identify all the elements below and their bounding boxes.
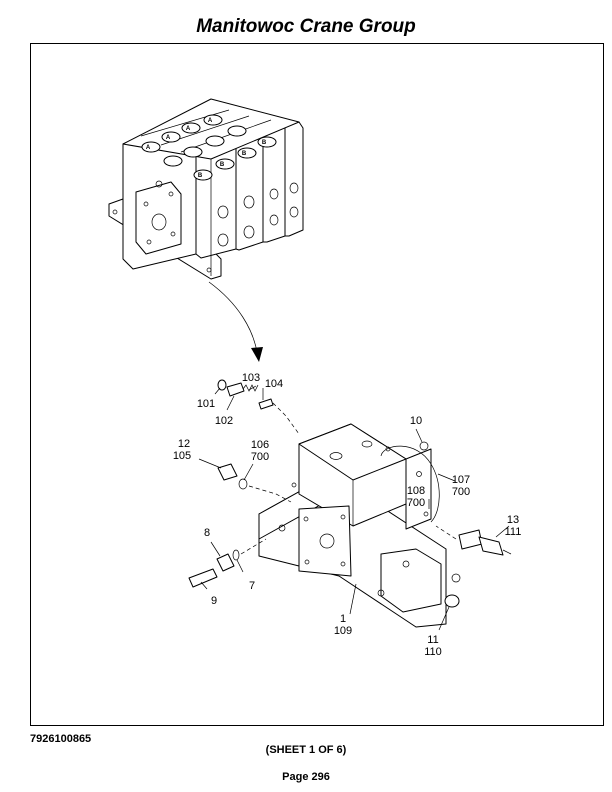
callout-111: 111 xyxy=(505,526,522,538)
callout-8: 8 xyxy=(204,527,210,539)
callout-700-107: 700 xyxy=(452,486,470,498)
arrow-head-icon xyxy=(251,347,263,362)
port-label-a: A xyxy=(186,126,191,132)
callout-101: 101 xyxy=(197,398,215,410)
sheet-indicator: (SHEET 1 OF 6) xyxy=(265,744,347,756)
callout-7: 7 xyxy=(249,580,255,592)
callout-107: 107 xyxy=(452,474,470,486)
part-102 xyxy=(226,382,245,397)
callout-108: 108 xyxy=(407,485,425,497)
callout-9: 9 xyxy=(211,595,217,607)
port-label-a: A xyxy=(166,135,171,141)
part-104 xyxy=(258,398,274,410)
valve-bank-assembly: A A A A B B B B xyxy=(108,98,304,280)
port-label-a: A xyxy=(146,145,151,151)
callout-labels: 103 104 101 102 10 12 105 106 700 107 70… xyxy=(173,372,522,658)
part-9-screw xyxy=(188,568,218,588)
part-12-plug xyxy=(217,463,238,481)
port-label-b: B xyxy=(198,173,203,179)
exploded-parts-diagram: A A A A B B B B xyxy=(108,98,522,658)
diagram-frame: A A A A B B B B xyxy=(30,43,604,726)
part-13-cartridge xyxy=(458,529,483,550)
callout-110: 110 xyxy=(424,646,442,658)
callout-10: 10 xyxy=(410,415,422,427)
callout-1: 1 xyxy=(340,613,346,625)
port-label-b: B xyxy=(262,140,267,146)
callout-13: 13 xyxy=(507,514,519,526)
part-106-oring xyxy=(238,478,248,490)
page-number: Page 296 xyxy=(282,771,330,783)
drawing-number: 7926100865 xyxy=(30,733,92,745)
callout-109: 109 xyxy=(334,625,352,637)
detail-pointer-arrow xyxy=(208,281,258,353)
port-label-a: A xyxy=(208,118,213,124)
callout-700-106: 700 xyxy=(251,451,269,463)
end-cover-exploded-view xyxy=(188,379,512,631)
callout-103: 103 xyxy=(242,372,260,384)
callout-106: 106 xyxy=(251,439,269,451)
part-110-oring xyxy=(451,573,461,583)
part-11-plug xyxy=(444,594,460,608)
callout-12: 12 xyxy=(178,438,190,450)
port-label-b: B xyxy=(220,162,225,168)
part-101 xyxy=(217,379,227,391)
callout-104: 104 xyxy=(265,378,283,390)
callout-11: 11 xyxy=(427,634,438,646)
part-7-washer xyxy=(232,549,240,561)
callout-700-108: 700 xyxy=(407,497,425,509)
part-111-body xyxy=(478,536,504,556)
part-8-nut xyxy=(216,553,235,572)
callout-102: 102 xyxy=(215,415,233,427)
part-103-spring xyxy=(242,384,259,392)
page-title: Manitowoc Crane Group xyxy=(196,16,416,37)
port-label-b: B xyxy=(242,151,247,157)
callout-105: 105 xyxy=(173,450,191,462)
